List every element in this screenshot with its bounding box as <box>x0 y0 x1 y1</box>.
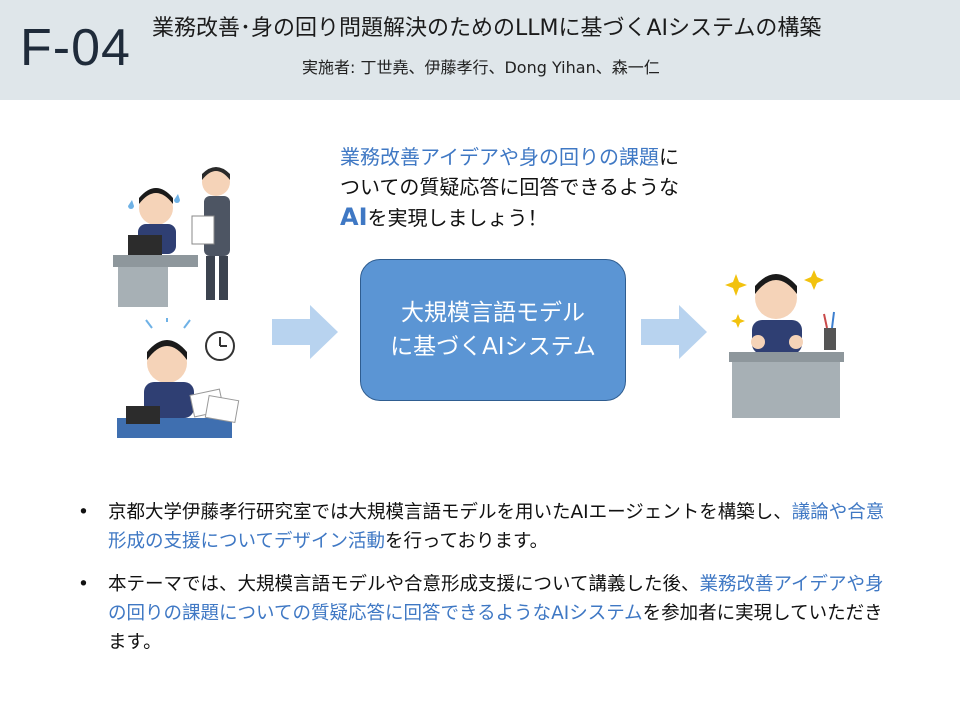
authors-line: 実施者: 丁世堯、伊藤孝行、Dong Yihan、森一仁 <box>302 58 660 77</box>
intro-line2: ついての質疑応答に回答できるような <box>340 175 679 199</box>
intro-text: 業務改善アイデアや身の回りの課題に ついての質疑応答に回答できるような AIを実… <box>340 142 679 233</box>
page-code: F-04 <box>20 19 131 77</box>
right-arrow-icon <box>272 305 338 359</box>
list-item: • 京都大学伊藤孝行研究室では大規模言語モデルを用いたAIエージェントを構築し、… <box>78 498 898 556</box>
bullet-highlight: 業務改善アイデアや身の回りの課題についての質疑応答に回答できるようなAIシステム <box>108 574 884 624</box>
office-workers-illustration <box>113 167 230 307</box>
llm-box-line1: 大規模言語モデル <box>401 300 585 326</box>
page-title: 業務改善･身の回り問題解決のためのLLMに基づくAIシステムの構築 <box>152 16 822 41</box>
intro-ai: AI <box>340 203 368 231</box>
bullet-text: 本テーマでは、大規模言語モデルや合意形成支援について講義した後、 <box>108 574 700 595</box>
intro-line3-tail: を実現しましょう！ <box>367 206 548 230</box>
intro-highlight: 業務改善アイデアや身の回りの課題 <box>340 145 659 169</box>
list-item: • 本テーマでは、大規模言語モデルや合意形成支援について講義した後、業務改善アイ… <box>78 570 898 657</box>
llm-system-box: 大規模言語モデル に基づくAIシステム <box>360 259 626 401</box>
bullet-dot: • <box>78 574 89 595</box>
intro-line1-tail: に <box>659 145 679 169</box>
bullet-text: 京都大学伊藤孝行研究室では大規模言語モデルを用いたAIエージェントを構築し、 <box>108 502 792 523</box>
llm-box-line2: に基づくAIシステム <box>390 334 596 360</box>
happy-worker-illustration <box>725 270 844 418</box>
bullet-tail: を参加者に実現していただきます。 <box>108 603 883 653</box>
bullet-dot: • <box>78 502 89 523</box>
header-bar: F-04 業務改善･身の回り問題解決のためのLLMに基づくAIシステムの構築 実… <box>0 0 960 100</box>
bullet-tail: を行っております。 <box>384 531 549 552</box>
stressed-worker-illustration <box>117 318 240 438</box>
bullet-highlight: 議論や合意形成の支援についてデザイン活動 <box>108 502 885 552</box>
right-arrow-icon <box>641 305 707 359</box>
bullet-list: • 京都大学伊藤孝行研究室では大規模言語モデルを用いたAIエージェントを構築し、… <box>78 498 898 671</box>
